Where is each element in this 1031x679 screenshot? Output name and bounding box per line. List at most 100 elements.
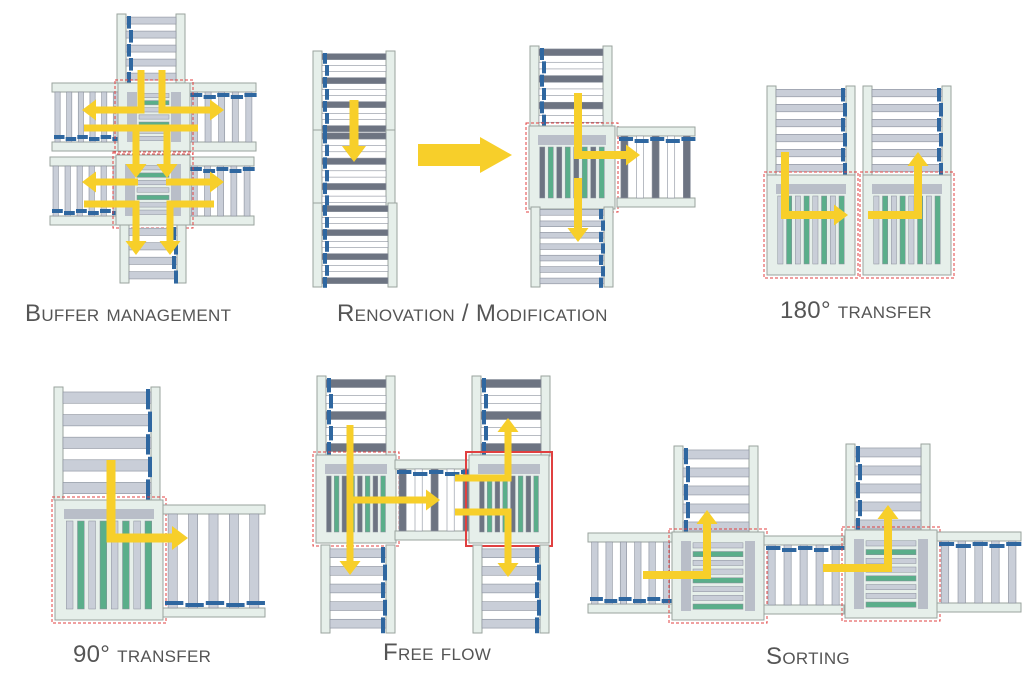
conveyor-horizontal	[51, 82, 123, 152]
side-rail	[312, 129, 323, 207]
arrow-shaft	[455, 432, 512, 482]
caption-180-transfer: 180° transfer	[780, 297, 932, 325]
drive-chain	[937, 148, 941, 162]
transfer-header	[872, 184, 942, 194]
conveyor-vertical	[312, 202, 398, 288]
roller	[329, 548, 387, 558]
side-rail	[587, 532, 675, 543]
roller	[682, 467, 750, 478]
side-rail	[51, 141, 123, 152]
flow-arrow-icon	[350, 489, 440, 511]
roller	[88, 520, 96, 610]
roller	[249, 513, 260, 609]
arrow-head	[342, 146, 366, 162]
conveyor-horizontal	[187, 82, 257, 152]
drive-chain	[634, 139, 649, 143]
drive-chain	[542, 61, 546, 74]
arrow-shaft	[643, 524, 711, 579]
drive-chain	[686, 466, 690, 483]
side-rail	[941, 85, 952, 177]
roller	[100, 165, 107, 217]
drive-chain	[323, 132, 327, 144]
drive-chain	[383, 564, 387, 581]
drive-chain	[323, 182, 327, 195]
roller	[682, 485, 750, 496]
drive-chain	[127, 44, 131, 57]
roller	[854, 483, 922, 494]
caption-buffer-management: Buffer management	[25, 300, 231, 328]
drive-chain	[325, 265, 329, 276]
flow-arrow-icon	[455, 508, 519, 577]
drive-chain	[325, 144, 329, 157]
roller	[125, 16, 177, 25]
roller	[64, 165, 71, 217]
roller	[991, 540, 1000, 604]
drive-chain	[148, 411, 152, 432]
lift-belt	[692, 603, 744, 610]
lift-belt	[533, 475, 539, 533]
side-rail	[936, 531, 1022, 542]
drive-chain	[841, 148, 845, 162]
lift-belt	[865, 575, 917, 582]
arrow-head	[125, 164, 147, 178]
drive-chain	[381, 617, 385, 634]
conveyor-vertical	[116, 13, 186, 85]
drive-chain	[1006, 542, 1022, 546]
roller	[510, 475, 516, 533]
roller	[167, 513, 178, 609]
roller	[326, 475, 332, 533]
drive-chain	[190, 167, 202, 171]
side-rail	[187, 156, 255, 167]
roller	[908, 195, 915, 265]
side-rail	[175, 13, 186, 85]
conveyor-vertical	[530, 206, 614, 288]
arrow-head	[82, 99, 96, 121]
drive-chain	[537, 599, 541, 616]
roller	[619, 541, 627, 605]
side-rail	[862, 85, 873, 177]
side-rail	[616, 197, 696, 208]
roller	[775, 134, 847, 143]
arrow-head	[125, 241, 147, 255]
lift-belt	[380, 475, 386, 533]
roller	[831, 544, 840, 606]
conveyor-vertical	[673, 445, 759, 537]
roller	[341, 475, 347, 533]
lift-belt	[136, 194, 170, 200]
roller	[321, 195, 387, 203]
side-rail	[119, 224, 130, 284]
roller	[692, 560, 744, 566]
drive-chain	[54, 135, 65, 139]
side-rail	[540, 375, 551, 457]
roller	[231, 91, 239, 143]
roller	[1008, 540, 1017, 604]
drive-chain	[77, 135, 88, 139]
side-rail	[845, 443, 856, 535]
arrow-head	[426, 489, 440, 511]
lift-belt	[122, 520, 130, 610]
drive-chain	[484, 394, 488, 409]
drive-chain	[172, 256, 176, 270]
side-rail	[394, 459, 476, 470]
roller	[325, 411, 387, 420]
roller	[321, 217, 389, 224]
roller	[873, 195, 880, 265]
drive-chain	[843, 163, 847, 177]
roller	[218, 91, 226, 143]
arrow-head	[82, 171, 96, 193]
lift-belt	[99, 520, 107, 610]
drive-chain	[246, 601, 265, 605]
transfer-highlight	[114, 79, 194, 155]
side-rail	[936, 602, 1022, 613]
drive-chain	[590, 597, 603, 601]
roller	[854, 465, 922, 476]
caption-initial: F	[383, 639, 398, 666]
lift-belt	[786, 195, 792, 265]
drive-chain	[843, 103, 847, 117]
roller	[321, 53, 387, 60]
drive-chain	[856, 482, 860, 499]
conveyor-vertical	[862, 85, 952, 177]
side-rail	[187, 141, 257, 152]
transfer-module	[859, 171, 955, 279]
drive-chain	[381, 582, 385, 599]
